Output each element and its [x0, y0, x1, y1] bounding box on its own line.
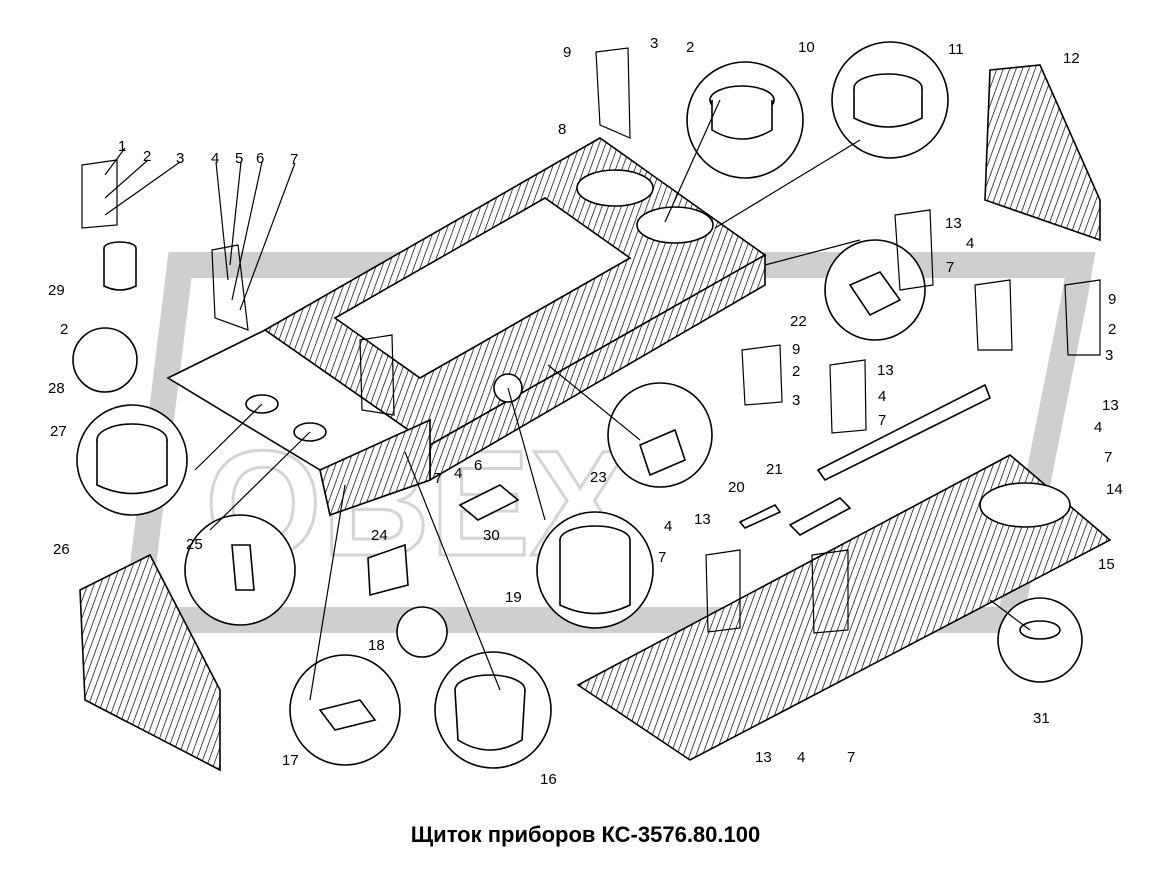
side-bracket-12 [984, 64, 1101, 242]
callout-label: 2 [1108, 321, 1116, 338]
callout-label: 4 [878, 388, 886, 405]
detail-circle-31 [997, 597, 1083, 683]
callout-label: 13 [945, 215, 962, 232]
callout-label: 9 [792, 341, 800, 358]
callout-label: 9 [1108, 291, 1116, 308]
callout-label: 14 [1106, 481, 1123, 498]
detail-circle-10 [686, 61, 804, 179]
detail-circle-18 [396, 606, 448, 658]
callout-label: 12 [1063, 50, 1080, 67]
plate-24 [367, 543, 409, 597]
callout-label: 10 [798, 39, 815, 56]
diagram-title: Щиток приборов КС-3576.80.100 [410, 822, 761, 847]
callout-label: 4 [1094, 419, 1102, 436]
callout-label: 3 [792, 392, 800, 409]
callout-label: 13 [877, 362, 894, 379]
callout-label: 19 [505, 589, 522, 606]
lower-mounting-plate [576, 454, 1112, 761]
plate-21 [788, 497, 852, 536]
strip-14 [816, 383, 992, 482]
callout-label: 28 [48, 380, 65, 397]
callout-label: 23 [590, 469, 607, 486]
instrument-panel-body [166, 137, 767, 517]
detail-circle-17 [289, 654, 401, 766]
callout-label: 18 [368, 637, 385, 654]
callout-label: 6 [256, 150, 264, 167]
detail-circle-25 [184, 514, 296, 626]
callout-label: 2 [792, 363, 800, 380]
callout-label: 5 [235, 150, 243, 167]
detail-circle-28 [72, 327, 138, 393]
cylinder-29 [103, 241, 137, 291]
callout-label: 9 [563, 44, 571, 61]
callout-label: 4 [211, 150, 219, 167]
callout-label: 25 [186, 536, 203, 553]
callout-label: 13 [1102, 397, 1119, 414]
callout-label: 11 [948, 41, 964, 58]
fastener-boxes [81, 47, 1101, 634]
callout-label: 4 [797, 749, 805, 766]
callout-label: 3 [1105, 347, 1113, 364]
callout-label: 7 [1104, 449, 1112, 466]
callout-label: 30 [483, 527, 500, 544]
callout-label: 4 [966, 235, 974, 252]
callout-label: 2 [686, 39, 694, 56]
callout-label: 4 [454, 465, 462, 482]
callout-label: 20 [728, 479, 745, 496]
callout-label: 27 [50, 423, 67, 440]
callout-label: 24 [371, 527, 388, 544]
detail-circle-16 [434, 651, 552, 769]
callout-label: 17 [282, 752, 299, 769]
callout-label: 21 [766, 461, 783, 478]
callout-labels: 1 2 3 4 5 6 7 9 3 2 10 11 12 8 13 4 7 9 … [48, 35, 1123, 788]
callout-label: 13 [694, 511, 711, 528]
plate-30 [458, 484, 520, 521]
callout-label: 4 [664, 518, 672, 535]
callout-label: 13 [755, 749, 772, 766]
leader-lines [104, 99, 1031, 701]
callout-label: 2 [143, 148, 151, 165]
callout-label: 7 [290, 151, 298, 168]
callout-label: 16 [540, 771, 557, 788]
detail-circle-11 [831, 41, 949, 159]
callout-label: 7 [946, 259, 954, 276]
detail-circle-22 [824, 239, 926, 341]
detail-circle-27 [76, 404, 188, 516]
callout-label: 29 [48, 282, 65, 299]
side-bracket-26 [79, 553, 221, 772]
callout-label: 6 [474, 457, 482, 474]
callout-label: 22 [790, 313, 807, 330]
callout-label: 31 [1033, 710, 1050, 727]
callout-label: 3 [176, 150, 184, 167]
detail-circle-19 [536, 511, 654, 629]
callout-label: 3 [650, 35, 658, 52]
callout-label: 7 [847, 749, 855, 766]
callout-label: 15 [1098, 556, 1115, 573]
callout-label: 8 [558, 121, 566, 138]
callout-label: 7 [878, 412, 886, 429]
callout-label: 2 [60, 321, 68, 338]
callout-label: 1 [118, 138, 126, 155]
detail-circle-23 [607, 382, 713, 488]
callout-label: 7 [658, 549, 666, 566]
plate-20 [738, 503, 782, 529]
callout-label: 26 [53, 541, 70, 558]
callout-label: 7 [434, 470, 442, 487]
